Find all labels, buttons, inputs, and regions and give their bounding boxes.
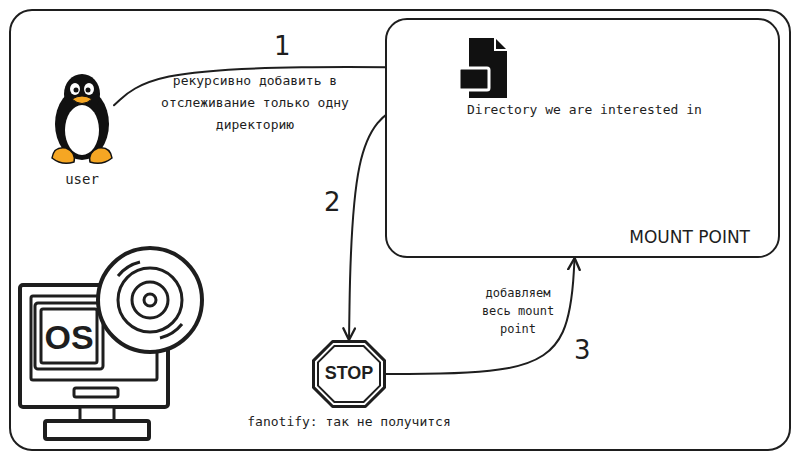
penguin-outline: [42, 72, 122, 167]
node-caption: fanotify: так не получится: [227, 414, 471, 430]
user-icon: user: [42, 72, 122, 167]
edge-label: рекурсивно добавить в отслеживание тольк…: [160, 70, 350, 136]
edge-label: добавляем весь mount point: [474, 284, 562, 338]
callout-number: 1: [274, 30, 304, 63]
stop-sign: STOPfanotify: так не получится: [312, 340, 386, 408]
screen-text: OS: [38, 316, 100, 359]
sign-text: STOP: [312, 362, 386, 385]
node-label: user: [22, 170, 142, 188]
directory-icon: Directory we are interested in: [459, 38, 509, 98]
callout-number: 2: [324, 186, 354, 219]
node-label: Directory we are interested in: [467, 102, 727, 118]
callout-number: 3: [574, 334, 604, 367]
box-title: MOUNT POINT: [629, 227, 750, 248]
outer-frame: [10, 10, 790, 450]
connector-arrow: [386, 258, 575, 374]
computer-illustration: [20, 248, 202, 439]
file-outline: [459, 38, 509, 98]
mount-point-box: MOUNT POINT Directory we are interested i…: [385, 18, 780, 258]
